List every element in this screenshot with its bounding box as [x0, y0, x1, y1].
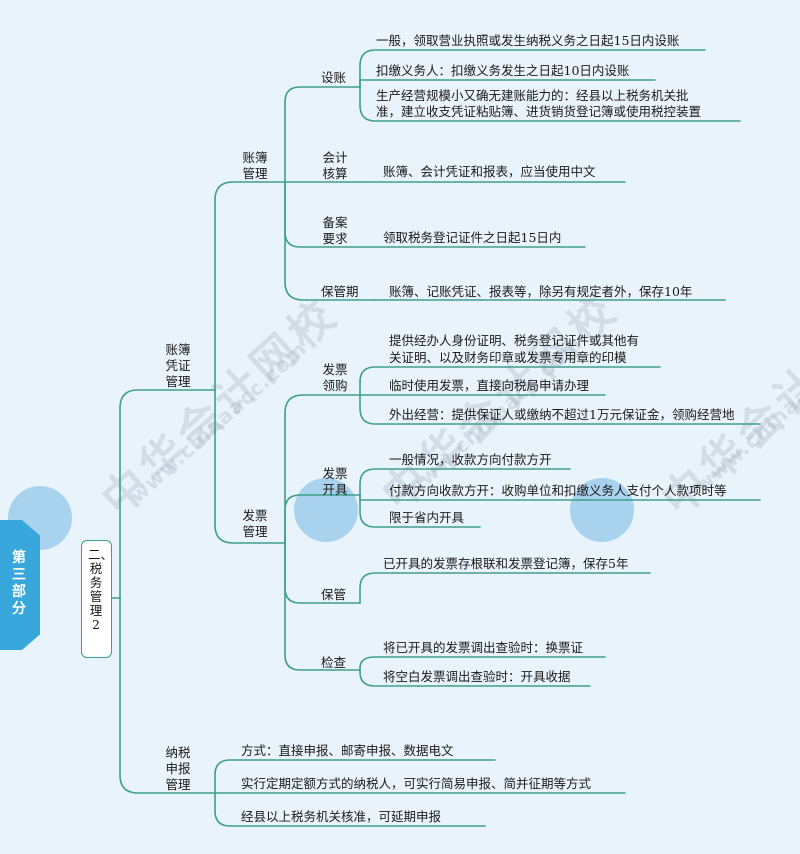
node-accounting: 会计核算: [322, 150, 348, 181]
leaf-accounting-1: 账簿、会计凭证和报表，应当使用中文: [383, 164, 596, 179]
root-node-box: [81, 540, 112, 658]
connector-l2-trunk: [214, 181, 286, 391]
node-check: 检查: [321, 655, 347, 670]
watermark-logo-icon: [294, 478, 358, 542]
leaf-setup-1: 一般，领取营业执照或发生纳税义务之日起15日内设账: [376, 33, 680, 48]
leaf-setup-3a: 生产经营规模小又确无建账能力的：经县以上税务机关批: [376, 88, 689, 103]
leaf-filing-1: 领取税务登记证件之日起15日内: [383, 230, 562, 245]
leaf-check-2: 将空白发票调出查验时：开具收据: [383, 669, 571, 684]
leaf-setup-3b: 准，建立收支凭证粘贴簿、进货销货登记簿或使用税控装置: [376, 104, 702, 119]
connector-trunk-2: [119, 597, 216, 794]
leaf-setup-2: 扣缴义务人：扣缴义务发生之日起10日内设账: [376, 63, 630, 78]
node-filing: 备案要求: [322, 215, 348, 246]
node-ledger: 账簿管理: [242, 150, 268, 181]
node-claim: 发票领购: [322, 362, 348, 393]
section-tab: [0, 520, 40, 650]
leaf-keeping-1: 账簿、记账凭证、报表等，除另有规定者外，保存10年: [389, 284, 693, 299]
node-keeping: 保管期: [321, 284, 359, 299]
root-node-label: 二、税务管理2: [88, 547, 114, 632]
connector-trunk-1: [119, 389, 216, 599]
connector-l2-trunk: [214, 389, 286, 544]
leaf-issue-3: 限于省内开具: [389, 510, 465, 525]
node-issue: 发票开具: [322, 466, 348, 497]
leaf-claim-2: 临时使用发票，直接向税局申请办理: [389, 378, 590, 393]
leaf-claim-3: 外出经营：提供保证人或缴纳不超过1万元保证金，领购经营地: [389, 407, 735, 422]
leaf-tax-filing-1: 方式：直接申报、邮寄申报、数据电文: [241, 743, 454, 758]
section-tab-label: 第三部分: [12, 550, 26, 617]
leaf-claim-1b: 关证明、以及财务印章或发票专用章的印模: [389, 350, 627, 365]
node-storage: 保管: [321, 587, 347, 602]
node-invoice: 发票管理: [242, 508, 268, 539]
node-ledger-voucher: 账簿凭证管理: [165, 342, 191, 389]
leaf-storage-1: 已开具的发票存根联和发票登记簿，保存5年: [383, 556, 629, 571]
leaf-issue-2: 付款方向收款方开：收购单位和扣缴义务人支付个人款项时等: [389, 483, 727, 498]
watermark-logo-icon: [570, 478, 634, 542]
leaf-claim-1a: 提供经办人身份证明、税务登记证件或其他有: [389, 333, 640, 348]
leaf-tax-filing-2: 实行定期定额方式的纳税人，可实行简易申报、简并征期等方式: [241, 776, 592, 791]
leaf-check-1: 将已开具的发票调出查验时：换票证: [383, 640, 584, 655]
leaf-issue-1: 一般情况，收款方向付款方开: [389, 452, 552, 467]
leaf-tax-filing-3: 经县以上税务机关核准，可延期申报: [241, 809, 442, 824]
node-setup: 设账: [321, 70, 347, 85]
node-tax-filing: 纳税申报管理: [165, 745, 191, 792]
